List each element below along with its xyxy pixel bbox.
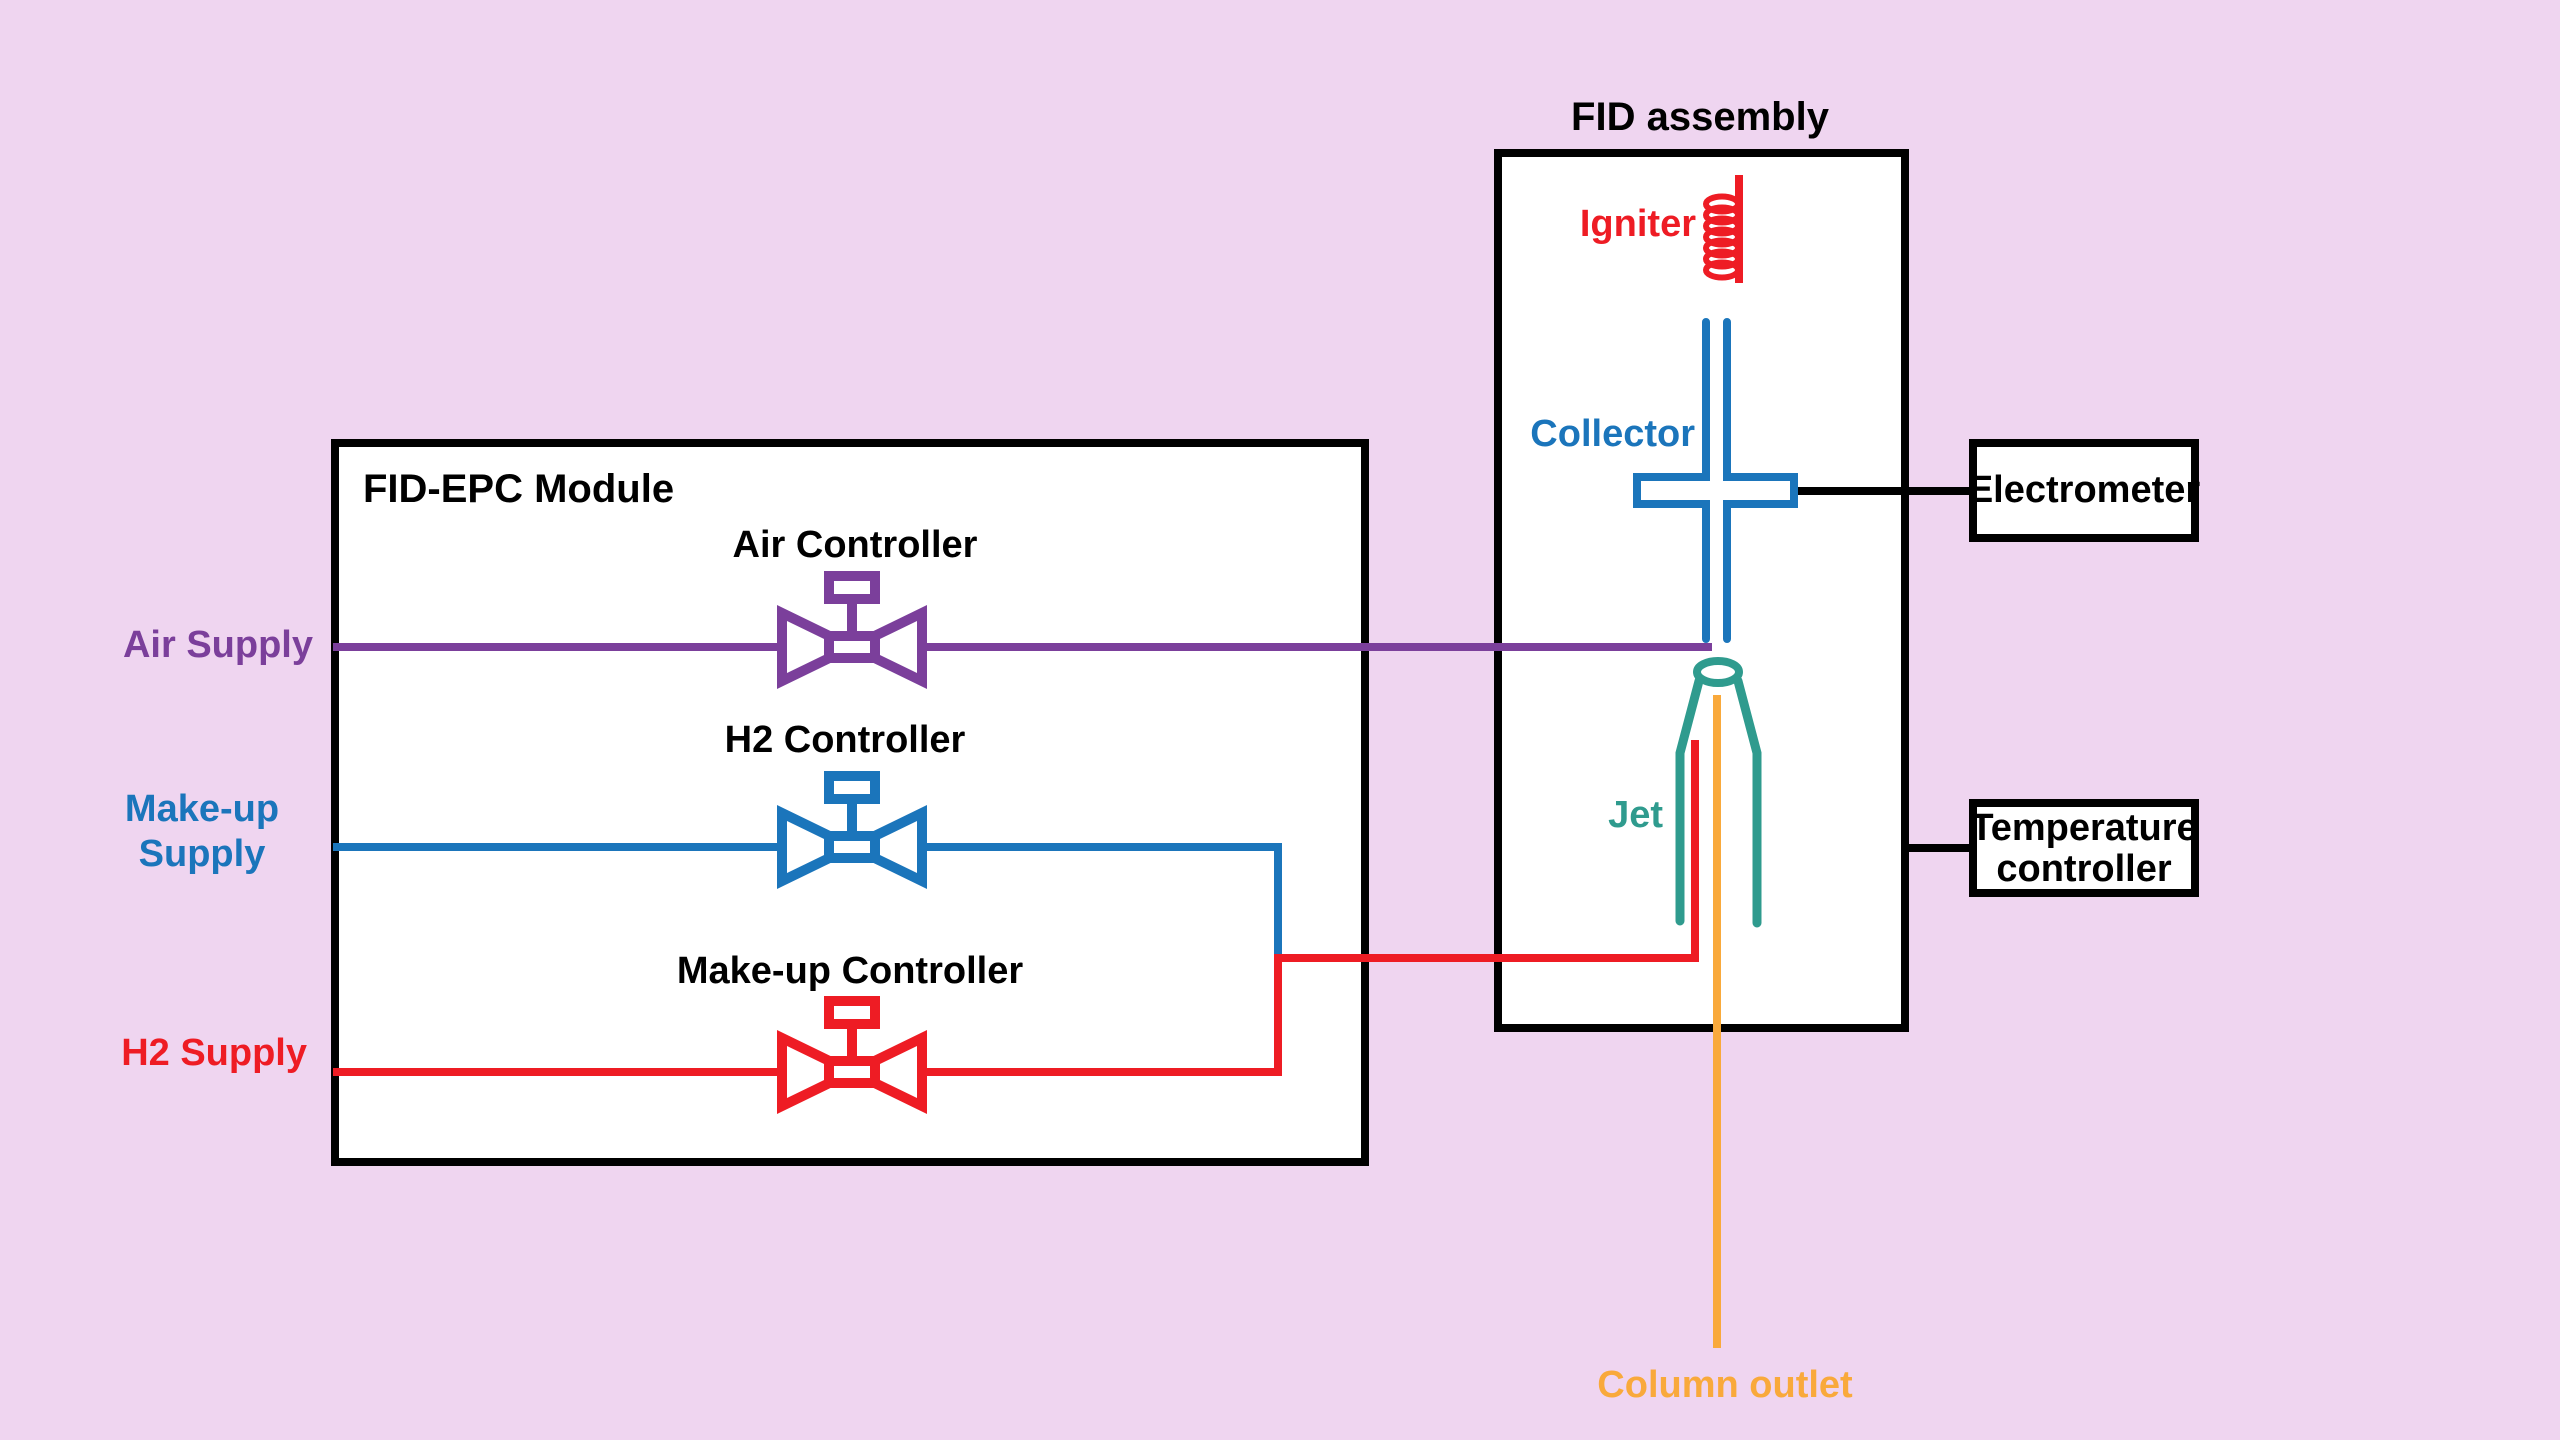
fid-epc-module-title: FID-EPC Module — [363, 467, 674, 511]
jet-label: Jet — [1608, 794, 1663, 836]
column-outlet-label: Column outlet — [1597, 1364, 1853, 1406]
igniter-coil — [1703, 175, 1743, 283]
collector-label: Collector — [1530, 413, 1695, 455]
collector-electrode — [1633, 318, 1798, 643]
temperature-controller-label-line2: controller — [1996, 848, 2171, 890]
air-supply-label: Air Supply — [123, 624, 313, 666]
air-controller-label: Air Controller — [733, 524, 978, 566]
makeup-supply-label-line1: Make-up — [125, 788, 279, 830]
temperature-controller-label-line1: Temperature — [1970, 807, 2197, 849]
fid-assembly-title: FID assembly — [1571, 95, 1830, 139]
makeup-supply-label-line2: Supply — [139, 833, 266, 875]
h2-supply-line — [333, 740, 1699, 1076]
igniter-label: Igniter — [1580, 203, 1696, 245]
temperature-controller-box — [1969, 799, 2199, 897]
makeup-supply-line — [333, 843, 1282, 962]
h2-supply-label: H2 Supply — [121, 1032, 307, 1074]
fid-assembly-box — [1494, 149, 1909, 1032]
electrometer-box — [1969, 439, 2199, 542]
electrometer-label: Electrometer — [1968, 469, 2201, 511]
h2-controller-label: H2 Controller — [725, 719, 966, 761]
jet-nozzle — [1675, 657, 1762, 928]
makeup-controller-label: Make-up Controller — [677, 950, 1023, 992]
